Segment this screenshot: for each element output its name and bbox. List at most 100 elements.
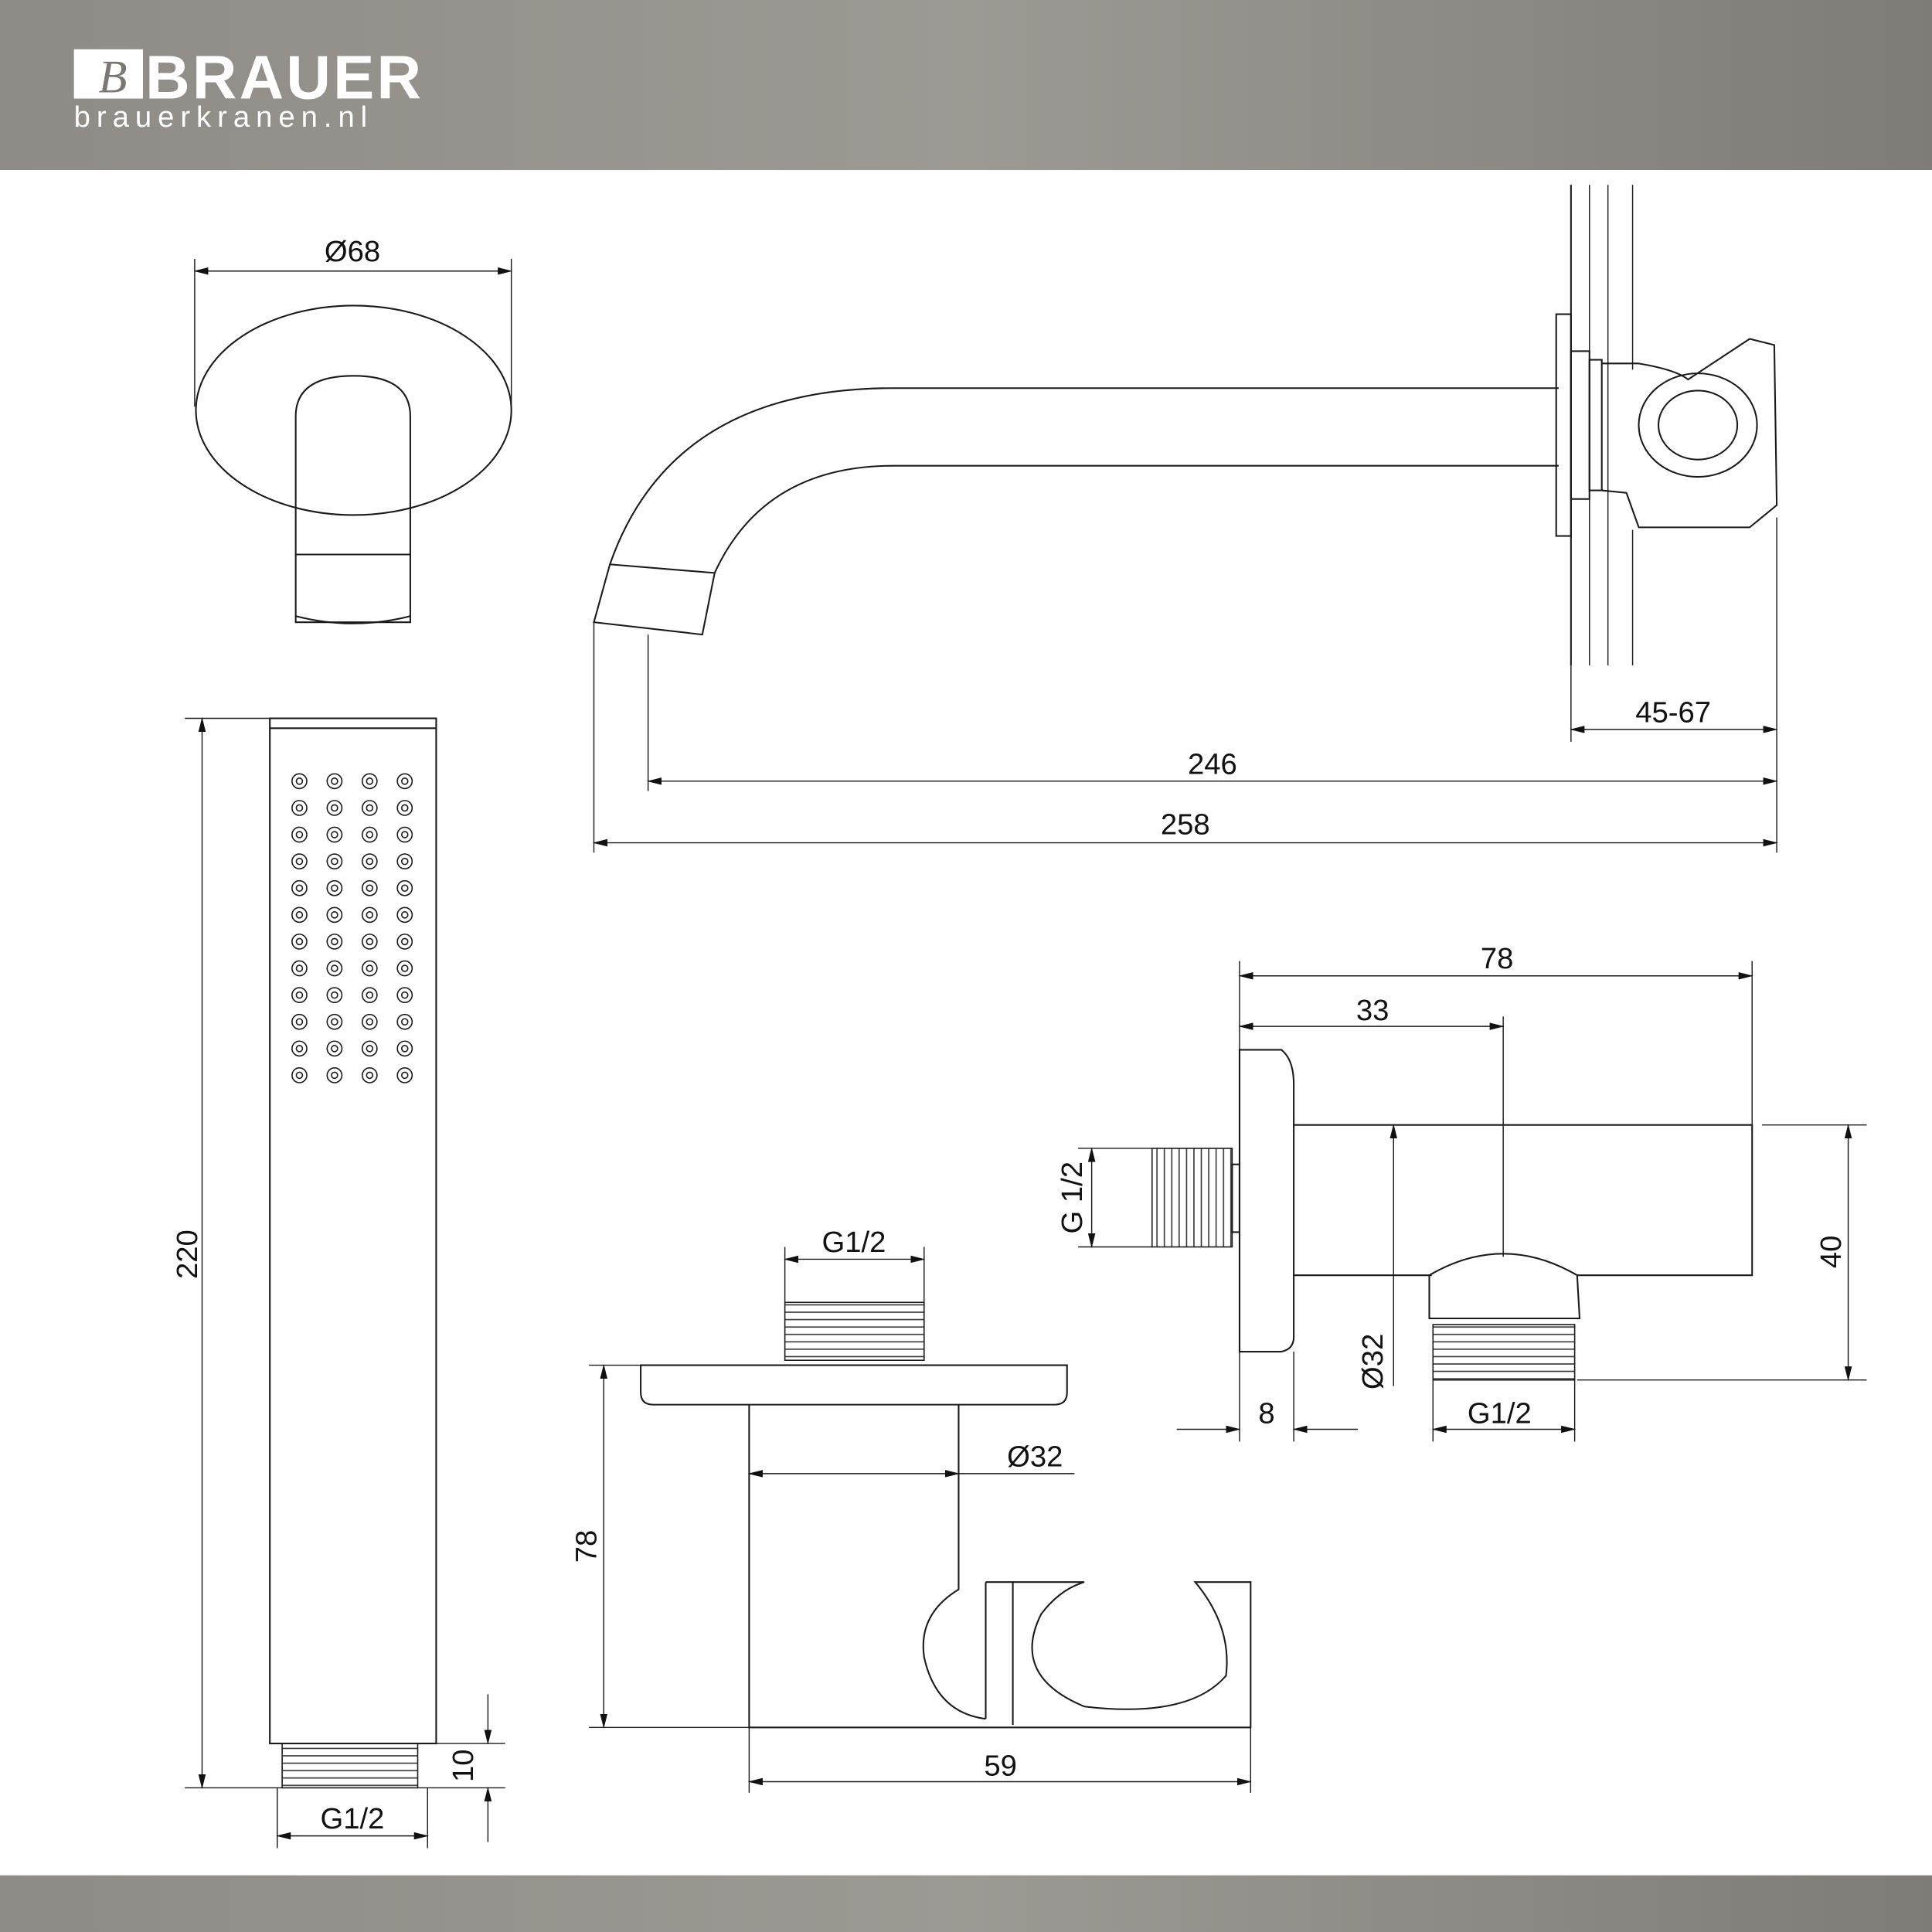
header-band: [0, 0, 1932, 171]
nozzle: [326, 987, 343, 1003]
nozzle: [400, 1018, 409, 1026]
dim-bracket-thread: G1/2: [821, 1226, 886, 1259]
nozzle: [396, 1067, 413, 1083]
nozzle: [331, 911, 338, 919]
svg-text:B: B: [99, 52, 128, 104]
nozzle: [361, 987, 378, 1003]
nozzle: [326, 800, 343, 816]
nozzle: [295, 831, 304, 838]
nozzle: [366, 911, 374, 919]
dim-holder-outlet-thread: G1/2: [1468, 1397, 1532, 1430]
spout-side-view: 45-67 246 258: [592, 185, 1778, 853]
dim-holder-height: 40: [1815, 1236, 1848, 1269]
nozzle: [361, 934, 378, 950]
nozzle: [291, 773, 308, 790]
nozzle: [331, 777, 338, 785]
nozzle: [326, 879, 343, 896]
nozzle: [331, 991, 338, 999]
nozzle: [331, 831, 338, 838]
brand-website: brauerkranen.nl: [74, 100, 374, 134]
dim-holder-plate: 8: [1258, 1397, 1274, 1430]
dim-bracket-height: 78: [570, 1530, 604, 1563]
nozzle: [361, 960, 378, 977]
nozzle: [361, 773, 378, 790]
nozzle: [396, 906, 413, 923]
wall-bracket: G1/2 Ø32 78 59: [570, 1226, 1252, 1793]
nozzle-grid: [291, 773, 413, 1083]
nozzle: [366, 964, 374, 972]
nozzle: [326, 826, 343, 843]
nozzle: [400, 911, 409, 919]
nozzle: [295, 1018, 304, 1026]
nozzle: [366, 884, 374, 893]
nozzle: [326, 853, 343, 869]
dim-bracket-diameter: Ø32: [1007, 1440, 1063, 1473]
nozzle: [366, 1018, 374, 1026]
nozzle: [361, 879, 378, 896]
nozzle: [361, 800, 378, 816]
nozzle: [291, 879, 308, 896]
nozzle: [361, 1067, 378, 1083]
nozzle: [400, 964, 409, 972]
nozzle: [326, 960, 343, 977]
nozzle: [331, 937, 338, 946]
nozzle: [295, 804, 304, 812]
nozzle: [361, 906, 378, 923]
nozzle: [331, 1045, 338, 1053]
nozzle: [400, 831, 409, 838]
nozzle: [291, 934, 308, 950]
nozzle: [361, 1040, 378, 1057]
dim-bracket-width: 59: [984, 1750, 1017, 1783]
nozzle: [400, 804, 409, 812]
dim-wall-range: 45-67: [1635, 696, 1711, 729]
dim-holder-offset: 33: [1356, 994, 1389, 1027]
nozzle: [400, 857, 409, 866]
brand-logo: B BRAUER brauerkranen.nl: [73, 43, 423, 134]
nozzle: [396, 1013, 413, 1030]
nozzle: [295, 777, 304, 785]
nozzle: [400, 777, 409, 785]
dim-hand-shower-thread: G1/2: [321, 1802, 385, 1835]
nozzle: [295, 911, 304, 919]
nozzle: [295, 1045, 304, 1053]
wall-outlet-holder: 78 33 G 1/2 40 Ø32 8 G1/2: [1056, 942, 1867, 1442]
nozzle: [331, 1071, 338, 1080]
nozzle: [361, 1013, 378, 1030]
nozzle: [400, 937, 409, 946]
dim-holder-inlet-thread: G 1/2: [1056, 1162, 1089, 1234]
nozzle: [361, 853, 378, 869]
nozzle: [326, 1013, 343, 1030]
brand-name: BRAUER: [145, 43, 423, 112]
nozzle: [326, 934, 343, 950]
dim-hand-shower-length: 220: [171, 1230, 204, 1279]
nozzle: [400, 1071, 409, 1080]
nozzle: [331, 964, 338, 972]
nozzle: [295, 1071, 304, 1080]
nozzle: [396, 826, 413, 843]
nozzle: [396, 1040, 413, 1057]
nozzle: [291, 1013, 308, 1030]
nozzle: [366, 857, 374, 866]
nozzle: [291, 853, 308, 869]
nozzle: [366, 804, 374, 812]
nozzle: [291, 960, 308, 977]
dim-holder-outlet-diameter: Ø32: [1356, 1334, 1389, 1389]
nozzle: [396, 879, 413, 896]
nozzle: [331, 857, 338, 866]
hand-shower: 220 10 G1/2: [171, 716, 505, 1849]
dim-spout-246: 246: [1188, 747, 1237, 781]
dim-holder-width: 78: [1481, 942, 1514, 975]
nozzle: [366, 937, 374, 946]
nozzle: [396, 773, 413, 790]
nozzle: [331, 804, 338, 812]
nozzle: [295, 857, 304, 866]
nozzle: [331, 1018, 338, 1026]
nozzle: [366, 1045, 374, 1053]
nozzle: [400, 1045, 409, 1053]
dim-spout-258: 258: [1161, 808, 1210, 841]
nozzle: [291, 987, 308, 1003]
nozzle: [295, 991, 304, 999]
nozzle: [295, 964, 304, 972]
nozzle: [366, 777, 374, 785]
